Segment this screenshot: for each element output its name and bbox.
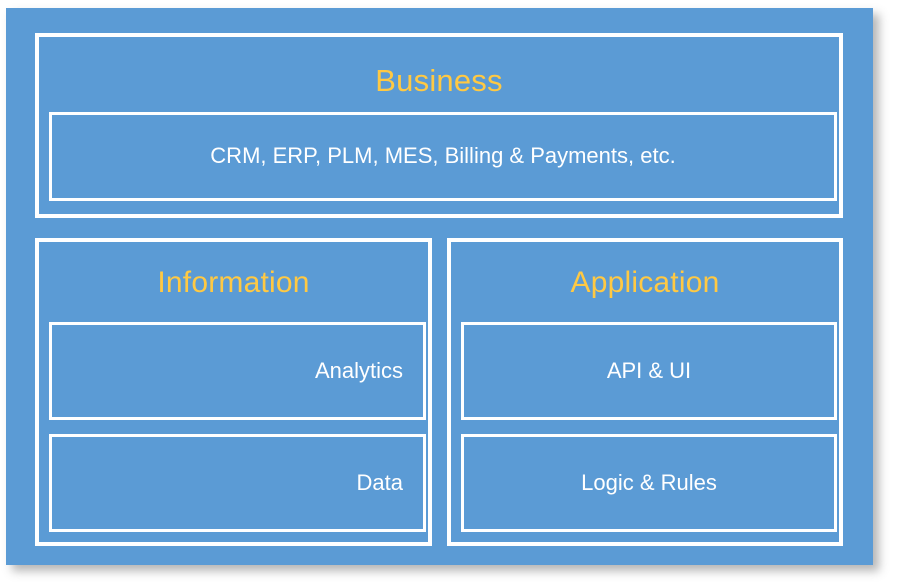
information-layer-box[interactable]: Information Analytics Data (35, 238, 432, 546)
analytics-box[interactable]: Analytics (49, 322, 426, 420)
business-systems-box[interactable]: CRM, ERP, PLM, MES, Billing & Payments, … (49, 112, 837, 201)
data-box[interactable]: Data (49, 434, 426, 532)
logic-rules-label: Logic & Rules (581, 469, 717, 495)
api-ui-label: API & UI (606, 357, 692, 383)
application-layer-box[interactable]: Application API & UI Logic & Rules (447, 238, 843, 546)
data-label: Data (356, 469, 403, 495)
architecture-outer-panel: Business CRM, ERP, PLM, MES, Billing & P… (6, 8, 873, 565)
business-systems-label: CRM, ERP, PLM, MES, Billing & Payments, … (210, 143, 676, 169)
logic-rules-box[interactable]: Logic & Rules (461, 434, 837, 532)
application-layer-title: Application (570, 266, 720, 299)
business-layer-title: Business (375, 63, 503, 98)
business-layer-box[interactable]: Business CRM, ERP, PLM, MES, Billing & P… (35, 33, 843, 218)
api-ui-box[interactable]: API & UI (461, 322, 837, 420)
analytics-label: Analytics (314, 357, 403, 383)
information-layer-title: Information (157, 266, 310, 299)
